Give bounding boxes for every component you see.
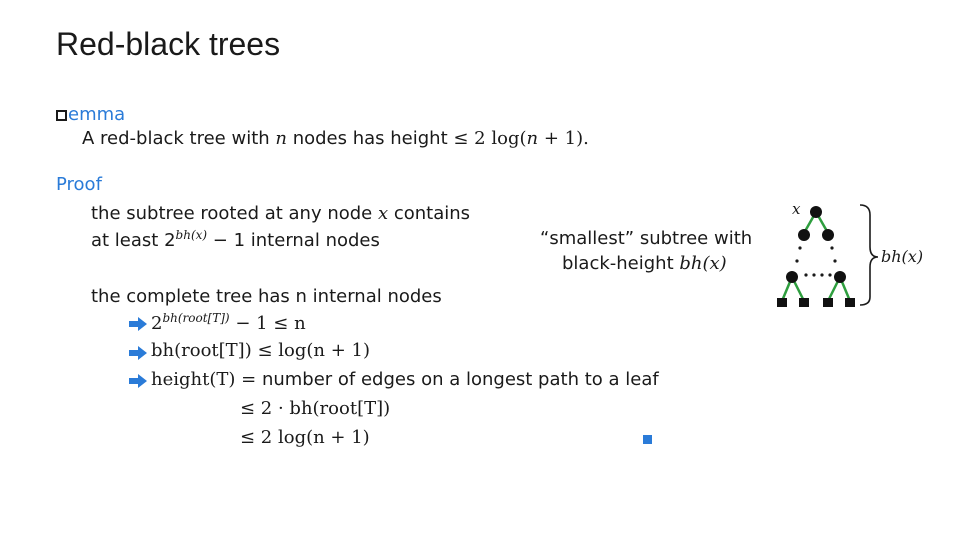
root-node — [810, 206, 822, 218]
proof-line-2: at least 2bh(x) − 1 internal nodes — [91, 228, 380, 251]
black-height-brace — [859, 204, 879, 306]
proof-step-1: 2bh(root[T]) − 1 ≤ n — [151, 311, 306, 334]
leaf-node — [845, 298, 855, 307]
right-arrow-icon — [129, 346, 147, 360]
tree-edges — [780, 211, 852, 302]
right-arrow-icon — [129, 374, 147, 388]
tree-nodes — [786, 206, 846, 283]
tree-node — [786, 271, 798, 283]
tree-ellipsis — [795, 246, 837, 277]
tree-node — [822, 229, 834, 241]
black-height-label: bh(x) — [881, 247, 923, 266]
lemma-statement: A red-black tree with n nodes has height… — [82, 128, 589, 149]
missing-glyph-icon — [56, 110, 67, 121]
qed-square-icon — [643, 435, 652, 444]
leaf-node — [799, 298, 809, 307]
slide-title: Red-black trees — [56, 26, 281, 62]
tree-node — [798, 229, 810, 241]
proof-heading: Proof — [56, 174, 102, 195]
proof-step-4: ≤ 2 · bh(root[T]) — [240, 398, 391, 419]
diagram-caption-2: black-height bh(x) — [562, 253, 727, 274]
lemma-heading: emma — [68, 104, 126, 125]
proof-line-3: the complete tree has n internal nodes — [91, 286, 442, 307]
tree-leaves — [777, 298, 855, 307]
leaf-node — [823, 298, 833, 307]
proof-step-3: height(T) = number of edges on a longest… — [151, 369, 659, 390]
right-arrow-icon — [129, 317, 147, 331]
proof-line-1: the subtree rooted at any node x contain… — [91, 203, 471, 224]
tree-node — [834, 271, 846, 283]
proof-step-5: ≤ 2 log(n + 1) — [240, 427, 370, 448]
proof-step-2: bh(root[T]) ≤ log(n + 1) — [151, 340, 370, 361]
node-x-label: x — [792, 200, 801, 218]
smallest-subtree-diagram: x bh(x) — [777, 200, 923, 307]
leaf-node — [777, 298, 787, 307]
diagram-caption-1: “smallest” subtree with — [540, 228, 753, 249]
